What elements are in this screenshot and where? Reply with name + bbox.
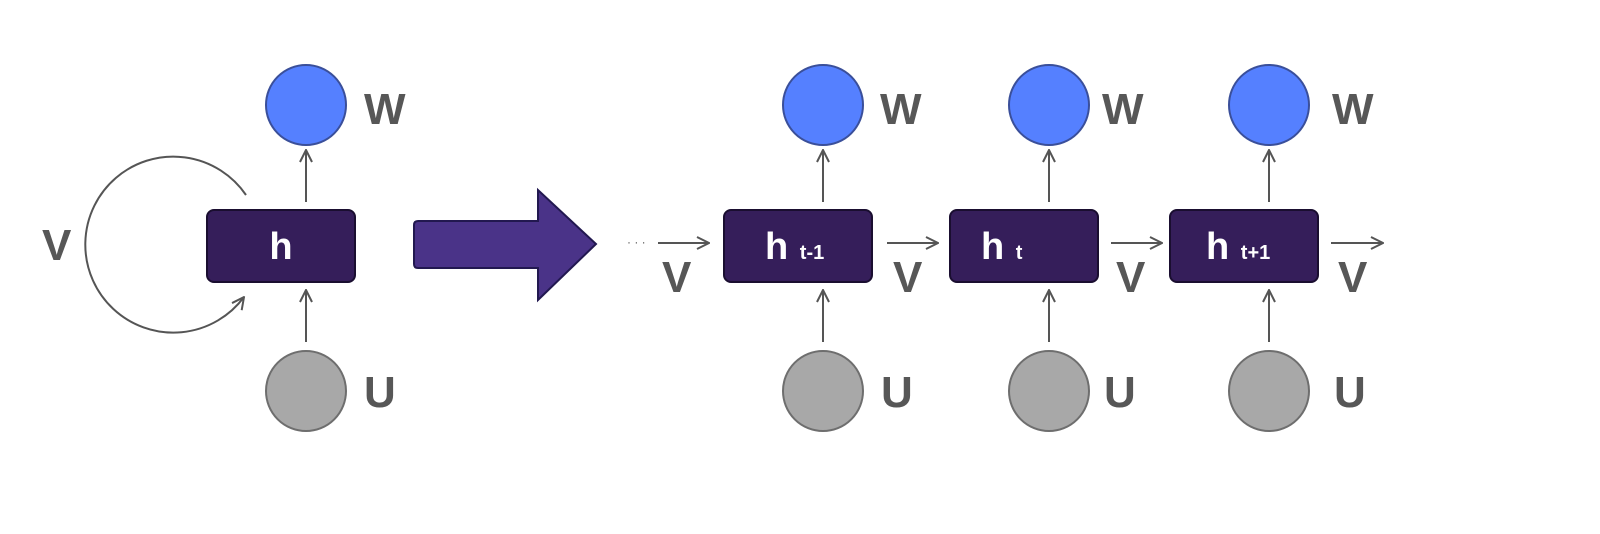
time-step: V W h t U — [887, 64, 1144, 432]
hidden-state-box — [206, 209, 356, 283]
unrolled-rnn: · · · V W h t-1 U V W h — [627, 64, 1383, 432]
folded-rnn: W h U V — [42, 64, 406, 432]
hidden-state-subscript: t+1 — [1241, 242, 1270, 264]
hidden-state-label: h — [269, 226, 292, 268]
output-node — [1228, 64, 1310, 146]
output-node-label: W — [880, 85, 922, 134]
output-node — [265, 64, 347, 146]
output-node-label: W — [1332, 85, 1374, 134]
recurrent-weight-label: V — [1338, 253, 1368, 302]
input-node — [1008, 350, 1090, 432]
output-node — [782, 64, 864, 146]
hidden-state-subscript: t-1 — [800, 242, 824, 264]
hidden-state-box — [949, 209, 1099, 283]
recurrent-weight-label: V — [893, 253, 923, 302]
hidden-state-label: h t — [981, 226, 1023, 268]
leading-ellipsis: · · · — [627, 235, 646, 249]
hidden-state-label: h t-1 — [765, 226, 824, 268]
time-step: V W h t+1 U — [1111, 64, 1374, 432]
hidden-state-base: h — [981, 226, 1004, 268]
input-node-label: U — [364, 368, 396, 417]
output-node-label: W — [364, 85, 406, 134]
recurrent-weight-label: V — [1116, 253, 1146, 302]
input-node — [1228, 350, 1310, 432]
input-node-label: U — [1104, 368, 1136, 417]
time-step: V W h t-1 U — [658, 64, 922, 432]
hidden-state-base: h — [1206, 226, 1229, 268]
input-node — [782, 350, 864, 432]
input-node-label: U — [1334, 368, 1366, 417]
hidden-state-base: h — [765, 226, 788, 268]
hidden-state-box — [723, 209, 873, 283]
input-node-label: U — [881, 368, 913, 417]
output-node-label: W — [1102, 85, 1144, 134]
hidden-state-box — [1169, 209, 1319, 283]
recurrent-weight-label: V — [662, 253, 692, 302]
recurrent-loop-arrow-icon — [84, 155, 247, 334]
hidden-state-subscript: t — [1016, 242, 1023, 264]
input-node — [265, 350, 347, 432]
hidden-state-label: h t+1 — [1206, 226, 1270, 268]
big-right-arrow-icon — [413, 187, 598, 303]
loop-weight-label: V — [42, 221, 72, 270]
output-node — [1008, 64, 1090, 146]
